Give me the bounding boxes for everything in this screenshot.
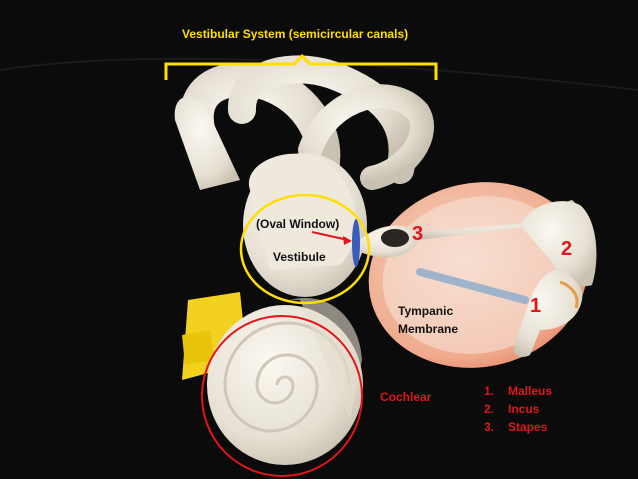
incus-number: 2 — [561, 238, 573, 260]
malleus-handle — [416, 268, 529, 304]
oval-window-arrow-line — [311, 231, 349, 241]
malleus-edge — [559, 280, 579, 309]
stapes-number: 3 — [412, 223, 424, 245]
legend-index: 3. — [484, 420, 495, 434]
ossicles-legend: 1. Malleus 2. Incus 3. Stapes — [484, 382, 552, 436]
cochlea-neck — [290, 298, 362, 420]
legend-index: 2. — [484, 402, 495, 416]
oval-window-label: (Oval Window) — [256, 217, 340, 231]
incus-body — [520, 201, 597, 287]
posterior-canal — [228, 55, 417, 184]
malleus-shape — [513, 270, 583, 357]
cochlea-highlight-circle — [201, 315, 363, 477]
tympanic-membrane-label: Tympanic Membrane — [398, 302, 458, 338]
lateral-canal — [298, 84, 434, 190]
stapes-hole — [381, 229, 409, 247]
vestibular-bracket — [164, 53, 438, 80]
vestibule-highlight-circle — [239, 193, 371, 305]
oval-window-arrow-head — [343, 236, 352, 245]
canal-ampulla — [174, 96, 240, 190]
tympanic-label-line1: Tympanic — [398, 304, 454, 318]
cochlear-nerve-shade — [182, 330, 214, 365]
vestibule-upper — [248, 153, 357, 270]
legend-name: Malleus — [508, 384, 553, 398]
cochlea-spiral — [223, 321, 351, 433]
background-shine — [0, 57, 638, 91]
legend-item: 3. Stapes — [484, 418, 552, 436]
legend-name: Incus — [508, 402, 540, 416]
legend-item: 2. Incus — [484, 400, 552, 418]
oval-window-mark — [352, 219, 360, 267]
legend-index: 1. — [484, 384, 495, 398]
vestibular-system-label: Vestibular System (semicircular canals) — [182, 27, 409, 41]
vestibule-label: Vestibule — [273, 250, 326, 264]
legend-item: 1. Malleus — [484, 382, 552, 400]
tympanic-label-line2: Membrane — [398, 322, 459, 336]
incus-arm — [418, 200, 576, 240]
cochlear-label: Cochlear — [380, 390, 432, 404]
malleus-number: 1 — [530, 295, 542, 317]
legend-name: Stapes — [508, 420, 548, 434]
